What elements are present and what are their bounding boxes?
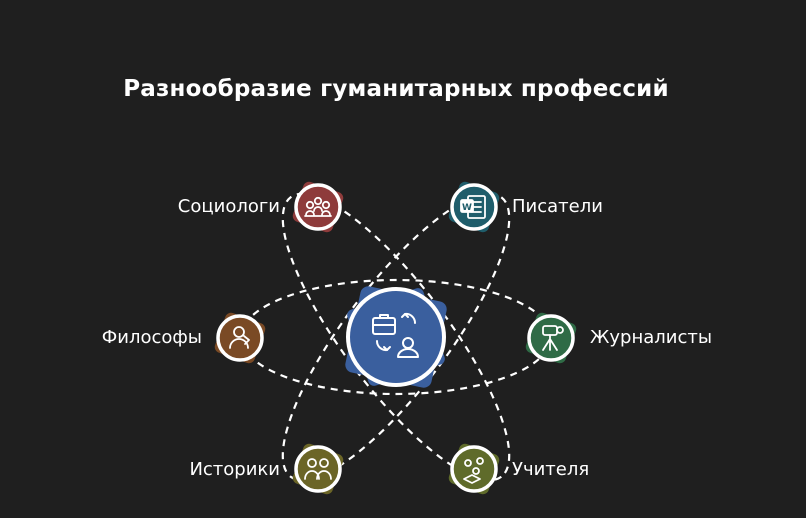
label-historians: Историки (189, 459, 280, 480)
svg-text:W: W (462, 203, 472, 213)
label-writers: Писатели (512, 196, 603, 217)
label-journalists: Журналисты (590, 327, 713, 348)
word-document-icon: W (460, 195, 486, 219)
camera-tripod-icon (542, 325, 564, 351)
label-philosophers: Философы (101, 327, 202, 348)
orbit-diagonal-right (281, 192, 511, 482)
node-teachers (448, 443, 500, 495)
center-hub (345, 286, 447, 388)
teaching-icon (463, 457, 484, 484)
node-philosophers (214, 312, 266, 364)
thinker-icon (229, 326, 250, 349)
label-teachers: Учителя (512, 459, 590, 480)
node-writers: W (448, 181, 500, 233)
node-sociologists (292, 181, 344, 233)
node-journalists (525, 312, 577, 364)
people-icon (304, 458, 332, 480)
label-sociologists: Социологи (177, 196, 280, 217)
node-historians (292, 443, 344, 495)
career-change-icon (372, 312, 419, 358)
diagram-title: Разнообразие гуманитарных профессий (123, 76, 669, 102)
group-icon (304, 196, 332, 217)
